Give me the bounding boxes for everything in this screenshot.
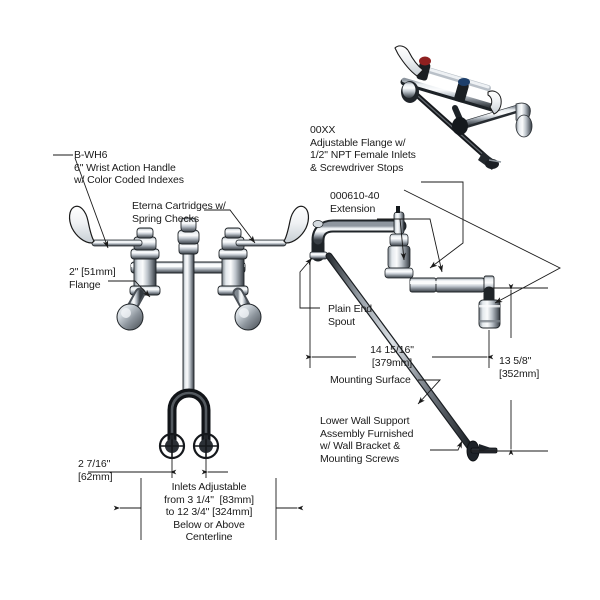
leader-lines — [53, 154, 561, 451]
leader-extension-b — [388, 218, 444, 273]
leader-cartridges — [204, 209, 256, 244]
side-extension-tube — [409, 275, 495, 295]
side-lower-outlet — [478, 286, 501, 329]
side-plain-end-spout — [309, 219, 407, 262]
leader-handle — [74, 157, 109, 249]
dim-inlets-adjustable — [113, 478, 304, 540]
dim-label-height: 13 5/8"[352mm] — [499, 355, 540, 380]
iso-left-flange — [401, 56, 431, 103]
dim-label-inlet-spacing: 2 7/16"[62mm] — [78, 458, 113, 483]
iso-support-rod — [406, 85, 502, 170]
dimension-lines — [88, 262, 548, 540]
iso-right-handle — [487, 90, 502, 115]
dim-height — [470, 283, 548, 456]
front-center-riser — [177, 217, 200, 396]
front-right-valve-body — [217, 227, 262, 331]
label-cartridges: Eterna Cartridges w/Spring Checks — [132, 200, 226, 225]
front-left-valve-body — [116, 227, 161, 331]
side-wall-support-rod — [325, 252, 474, 451]
label-mounting-surface: Mounting Surface — [330, 374, 411, 386]
leader-adjustable-flange-b — [403, 189, 561, 304]
dim-label-reach: 14 15/16"[379mm] — [370, 344, 414, 369]
iso-extension — [452, 102, 533, 138]
iso-center-cartridge — [454, 78, 470, 103]
iso-left-handle — [394, 45, 424, 77]
leader-adjustable-flange — [421, 181, 464, 269]
side-elevation-view — [309, 206, 501, 462]
dim-inlet-spacing — [88, 458, 228, 478]
label-flange: 2" [51mm]Flange — [69, 266, 116, 291]
leader-mounting-surface — [417, 379, 442, 405]
dim-reach — [305, 262, 494, 368]
front-right-handle — [235, 205, 310, 247]
leader-flange — [108, 280, 151, 298]
front-inlet-u-tube — [158, 388, 220, 460]
side-valve-stack — [384, 206, 414, 279]
leader-plain-end-spout — [299, 257, 320, 309]
isometric-assembly-view — [394, 45, 533, 170]
leader-lower-wall-support — [430, 440, 463, 451]
front-elevation-view — [68, 205, 310, 460]
